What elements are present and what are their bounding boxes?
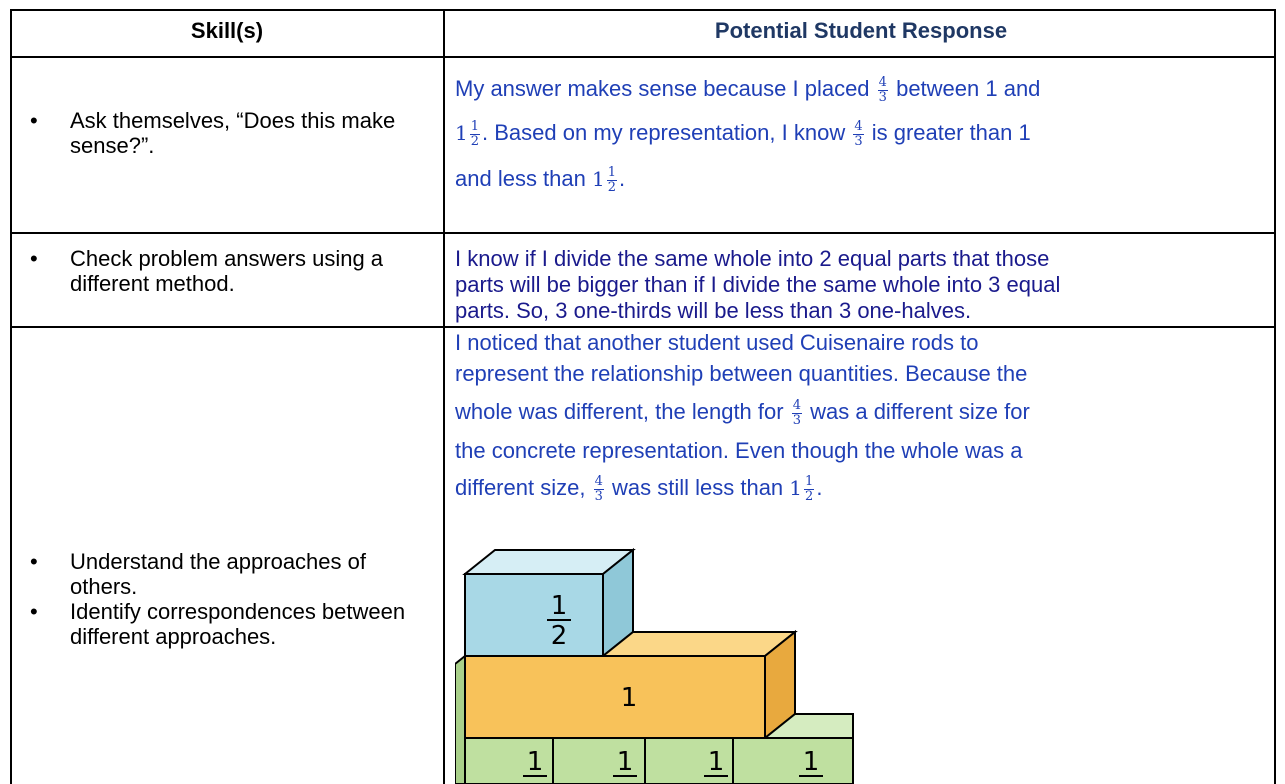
row3-response: I noticed that another student used Cuis…	[455, 328, 1270, 508]
third-rod-labels: 1 1 1 1	[523, 747, 823, 777]
whole-rod	[464, 655, 766, 739]
skill-item: Understand the approaches of others.	[12, 549, 437, 599]
row1-skills: Ask themselves, “Does this make sense?”.	[12, 108, 437, 158]
whole-rod-top	[600, 631, 798, 657]
response-line: represent the relationship between quant…	[455, 361, 1028, 386]
table-border-right	[1274, 9, 1276, 784]
row1-response: My answer makes sense because I placed 4…	[455, 68, 1270, 202]
row3-skills: Understand the approaches of others. Ide…	[12, 549, 437, 649]
row2-response: I know if I divide the same whole into 2…	[455, 246, 1270, 324]
response-line: the concrete representation. Even though…	[455, 438, 1023, 463]
half-rod-num: 1	[551, 591, 568, 621]
response-line: parts will be bigger than if I divide th…	[455, 272, 1061, 297]
table-border-top	[10, 9, 1276, 11]
skill-item: Check problem answers using a different …	[12, 246, 437, 296]
svg-text:1: 1	[803, 747, 820, 777]
half-rod-den: 2	[551, 621, 568, 651]
response-line: parts. So, 3 one-thirds will be less tha…	[455, 298, 972, 323]
response-line: My answer makes sense because I placed 4…	[455, 74, 1041, 105]
response-line: I know if I divide the same whole into 2…	[455, 246, 1050, 271]
third-rods-side	[455, 653, 466, 784]
header-response: Potential Student Response	[714, 18, 1008, 43]
svg-text:1: 1	[708, 747, 725, 777]
row-divider	[10, 56, 1276, 58]
skill-item: Ask themselves, “Does this make sense?”.	[12, 108, 437, 158]
third-rod	[732, 737, 854, 784]
cuisenaire-rods-illustration: 1 2 1 1 1 1 1	[455, 547, 854, 784]
row2-skills: Check problem answers using a different …	[12, 246, 437, 296]
row-divider	[10, 326, 1276, 328]
whole-rod-label: 1	[621, 683, 638, 713]
svg-text:1: 1	[527, 747, 544, 777]
table-border-left	[10, 9, 12, 784]
table-divider	[443, 9, 445, 784]
half-rod	[464, 573, 604, 657]
skill-item: Identify correspondences between differe…	[12, 599, 437, 649]
svg-text:1: 1	[617, 747, 634, 777]
response-line: I noticed that another student used Cuis…	[455, 330, 979, 355]
row-divider	[10, 232, 1276, 234]
header-skills: Skill(s)	[190, 18, 264, 43]
